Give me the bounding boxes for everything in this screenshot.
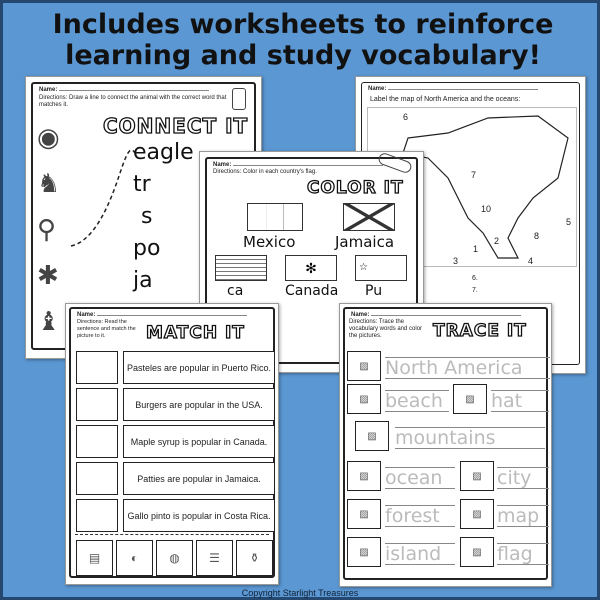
mexico-flag	[247, 203, 303, 231]
match-sentence: Patties are popular in Jamaica.	[123, 462, 275, 495]
answer-box[interactable]	[76, 388, 118, 421]
gallo-pinto-icon[interactable]: ◐	[116, 540, 153, 576]
directions: Label the map of North America and the o…	[370, 96, 521, 103]
vocab-picture-icon: ▨	[347, 351, 381, 381]
answer-number: 6.	[472, 275, 478, 282]
trace-word: map	[497, 505, 549, 527]
worksheet-title: CONNECT IT	[102, 113, 249, 138]
copyright: Copyright Starlight Treasures	[241, 588, 359, 598]
map-number: 4	[528, 256, 534, 266]
answer-number: 7.	[472, 287, 478, 294]
crayon-icon	[376, 151, 414, 175]
vocab-picture-icon: ▨	[347, 461, 381, 491]
drill-icon	[232, 88, 246, 110]
trace-word: hat	[491, 390, 549, 412]
match-sentence: Burgers are popular in the USA.	[123, 388, 275, 421]
vocab-picture-icon: ▨	[460, 537, 494, 567]
answer-box[interactable]	[76, 462, 118, 495]
worksheet-title: TRACE IT	[432, 320, 527, 341]
canada-flag: ✻	[285, 255, 337, 281]
name-label: Name:	[351, 312, 521, 318]
usa-flag	[215, 255, 267, 281]
vocab-picture-icon: ▨	[460, 499, 494, 529]
directions: Directions: Color in each country's flag…	[213, 169, 317, 175]
worksheet-title: MATCH IT	[145, 322, 245, 343]
trace-word: city	[497, 467, 549, 489]
map-number: 7	[471, 170, 477, 180]
country-canada: Canada	[285, 283, 339, 299]
name-label: Name:	[213, 162, 383, 168]
patty-icon[interactable]: ◍	[156, 540, 193, 576]
name-label: Name:	[368, 86, 538, 92]
trace-it-worksheet: Name: Directions: Trace the vocabulary w…	[339, 303, 552, 587]
answer-box[interactable]	[76, 351, 118, 384]
map-number: 10	[481, 204, 492, 214]
worksheet-title: COLOR IT	[306, 177, 404, 198]
map-number: 2	[494, 236, 500, 246]
name-label: Name:	[77, 312, 247, 318]
directions: Directions: Read the sentence and match …	[77, 319, 136, 339]
word-1: eagle	[133, 140, 194, 165]
word-2: tr	[133, 172, 151, 197]
vocab-picture-icon: ▨	[347, 537, 381, 567]
vocab-picture-icon: ▨	[460, 461, 494, 491]
trace-word: flag	[497, 543, 549, 565]
headline-line-2: learning and study vocabulary!	[65, 40, 541, 71]
map-number: 3	[453, 256, 459, 266]
word-3: s	[141, 204, 153, 229]
word-5: ja	[133, 268, 153, 293]
map-number: 5	[566, 217, 572, 227]
word-4: po	[133, 236, 161, 261]
country-mexico: Mexico	[243, 233, 296, 251]
trace-word: island	[385, 543, 455, 565]
directions: Directions: Draw a line to connect the a…	[39, 95, 227, 108]
trace-word: ocean	[385, 467, 455, 489]
map-number: 6	[403, 112, 409, 122]
map-number: 8	[534, 231, 540, 241]
puerto-rico-flag: ☆	[355, 255, 407, 281]
answer-box[interactable]	[76, 425, 118, 458]
trace-word: North America	[385, 357, 550, 379]
trace-word: beach	[385, 390, 449, 412]
headline-line-1: Includes worksheets to reinforce	[52, 9, 554, 40]
match-sentence: Pasteles are popular in Puerto Rico.	[123, 351, 275, 384]
directions: Directions: Trace the vocabulary words a…	[349, 319, 423, 339]
burger-icon[interactable]: ☰	[196, 540, 233, 576]
trace-word: mountains	[395, 427, 545, 449]
country-puerto-rico: Pu	[365, 283, 383, 299]
maple-syrup-icon[interactable]: ⚱	[236, 540, 273, 576]
jamaica-flag	[343, 203, 395, 231]
country-jamaica: Jamaica	[335, 233, 395, 251]
map-number: 1	[473, 244, 479, 254]
match-sentence: Gallo pinto is popular in Costa Rica.	[123, 499, 275, 532]
animal-pictures: ◉♞⚲✱♝	[37, 122, 61, 336]
dashed-connect-line	[70, 149, 138, 247]
cut-line	[75, 534, 269, 535]
pasteles-icon[interactable]: ▤	[76, 540, 113, 576]
answer-box[interactable]	[76, 499, 118, 532]
match-it-worksheet: Name: Directions: Read the sentence and …	[65, 303, 279, 585]
vocab-picture-icon: ▨	[355, 421, 389, 451]
vocab-picture-icon: ▨	[347, 384, 381, 414]
vocab-picture-icon: ▨	[453, 384, 487, 414]
match-sentence: Maple syrup is popular in Canada.	[123, 425, 275, 458]
name-label: Name:	[39, 87, 209, 93]
country-costa-rica: ca	[227, 283, 244, 299]
vocab-picture-icon: ▨	[347, 499, 381, 529]
trace-word: forest	[385, 505, 455, 527]
